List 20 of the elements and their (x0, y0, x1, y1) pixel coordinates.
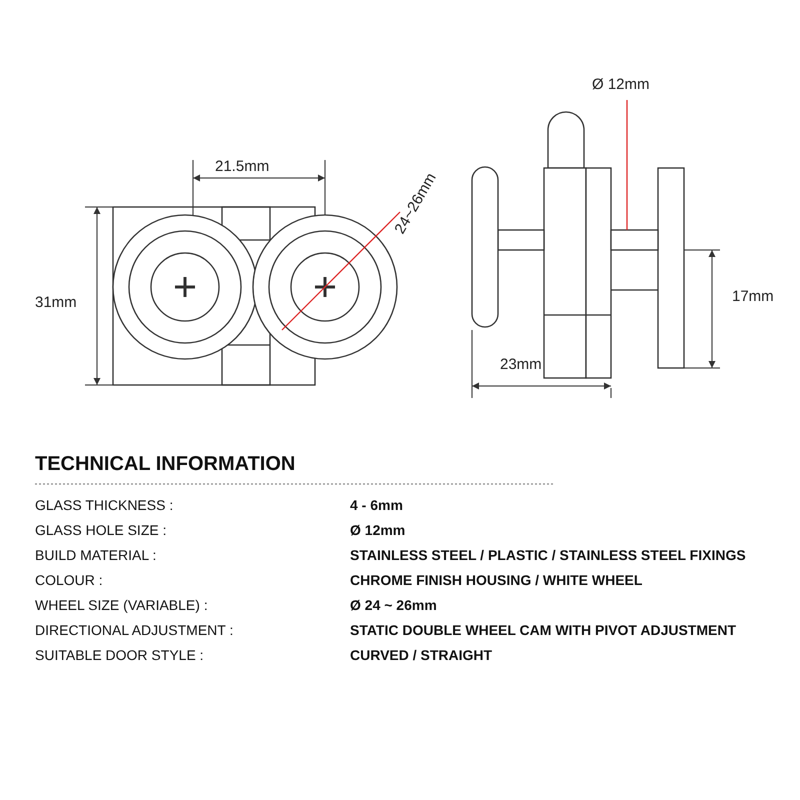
spec-value: STATIC DOUBLE WHEEL CAM WITH PIVOT ADJUSTMENT (350, 622, 736, 638)
dimension-label: 23mm (500, 356, 542, 373)
spec-name: COLOUR : (35, 572, 103, 588)
spec-name: GLASS HOLE SIZE : (35, 522, 166, 538)
spec-value: CHROME FINISH HOUSING / WHITE WHEEL (350, 572, 642, 588)
spec-name: WHEEL SIZE (VARIABLE) : (35, 597, 208, 613)
spec-value: Ø 12mm (350, 522, 406, 538)
dimension-label: 17mm (732, 288, 774, 305)
spec-name: BUILD MATERIAL : (35, 547, 156, 563)
dimension-label: Ø 12mm (592, 76, 650, 93)
spec-value: STAINLESS STEEL / PLASTIC / STAINLESS STEEL FIXINGS (350, 547, 746, 563)
spec-value: CURVED / STRAIGHT (350, 647, 492, 663)
spec-name: GLASS THICKNESS : (35, 497, 174, 513)
spec-name: DIRECTIONAL ADJUSTMENT : (35, 622, 234, 638)
spec-value: Ø 24 ~ 26mm (350, 597, 437, 613)
spec-name: SUITABLE DOOR STYLE : (35, 647, 204, 663)
spec-value: 4 - 6mm (350, 497, 403, 513)
section-heading: TECHNICAL INFORMATION (35, 453, 296, 476)
dimension-label: 31mm (35, 294, 77, 311)
dimension-label: 21.5mm (215, 158, 270, 175)
